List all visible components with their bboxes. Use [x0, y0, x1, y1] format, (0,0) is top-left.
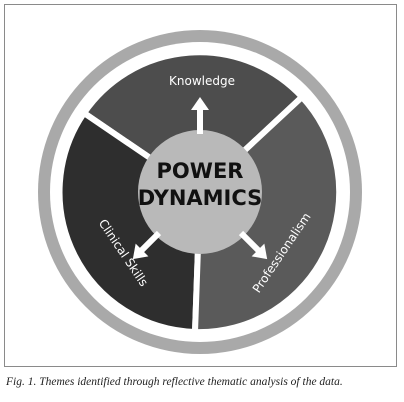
- center-title-line2: DYNAMICS: [138, 186, 263, 210]
- arrow-down-right-icon: [238, 230, 268, 260]
- power-dynamics-diagram: POWER DYNAMICS Knowledge Clinical Skills…: [38, 30, 362, 354]
- arrow-down-left-icon: [132, 230, 162, 260]
- segment-knowledge: [81, 49, 305, 195]
- center-title-line1: POWER: [157, 159, 244, 183]
- center-circle: [138, 130, 262, 254]
- figure-caption: Fig. 1. Themes identified through reflec…: [6, 376, 343, 388]
- label-knowledge: Knowledge: [169, 74, 235, 88]
- arrow-up-icon: [191, 97, 209, 134]
- segment-clinical-skills: [56, 110, 203, 335]
- segment-professionalism: [192, 94, 343, 336]
